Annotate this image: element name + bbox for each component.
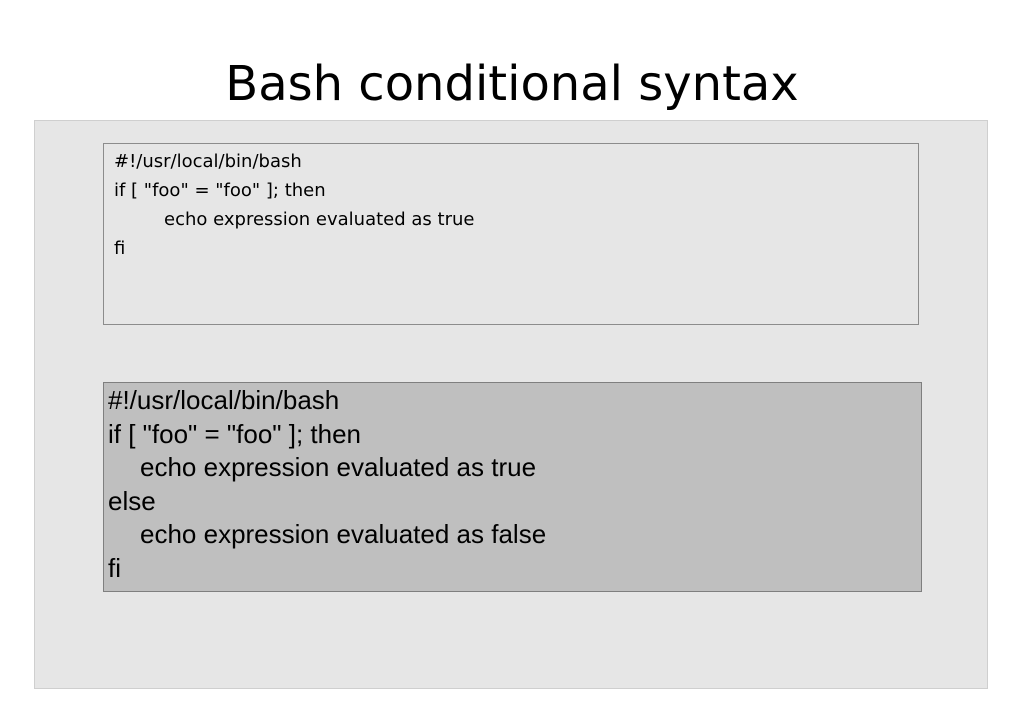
code-line-fi: fi: [108, 552, 121, 583]
code-line-shebang: #!/usr/local/bin/bash: [114, 151, 302, 172]
code-block-if-else: #!/usr/local/bin/bash if [ "foo" = "foo"…: [103, 382, 922, 592]
code-line-echo-true: echo expression evaluated as true: [140, 452, 537, 482]
code-line-echo-false: echo expression evaluated as false: [140, 519, 547, 549]
code-line-fi: fi: [114, 238, 126, 259]
code-line-echo-true: echo expression evaluated as true: [164, 209, 475, 230]
slide-title: Bash conditional syntax: [225, 56, 799, 112]
code-line-if: if [ "foo" = "foo" ]; then: [108, 418, 362, 449]
code-block-if-then: #!/usr/local/bin/bash if [ "foo" = "foo"…: [103, 143, 919, 325]
code-line-if: if [ "foo" = "foo" ]; then: [114, 180, 326, 201]
code-line-else: else: [108, 485, 156, 516]
code-line-shebang: #!/usr/local/bin/bash: [108, 385, 340, 415]
